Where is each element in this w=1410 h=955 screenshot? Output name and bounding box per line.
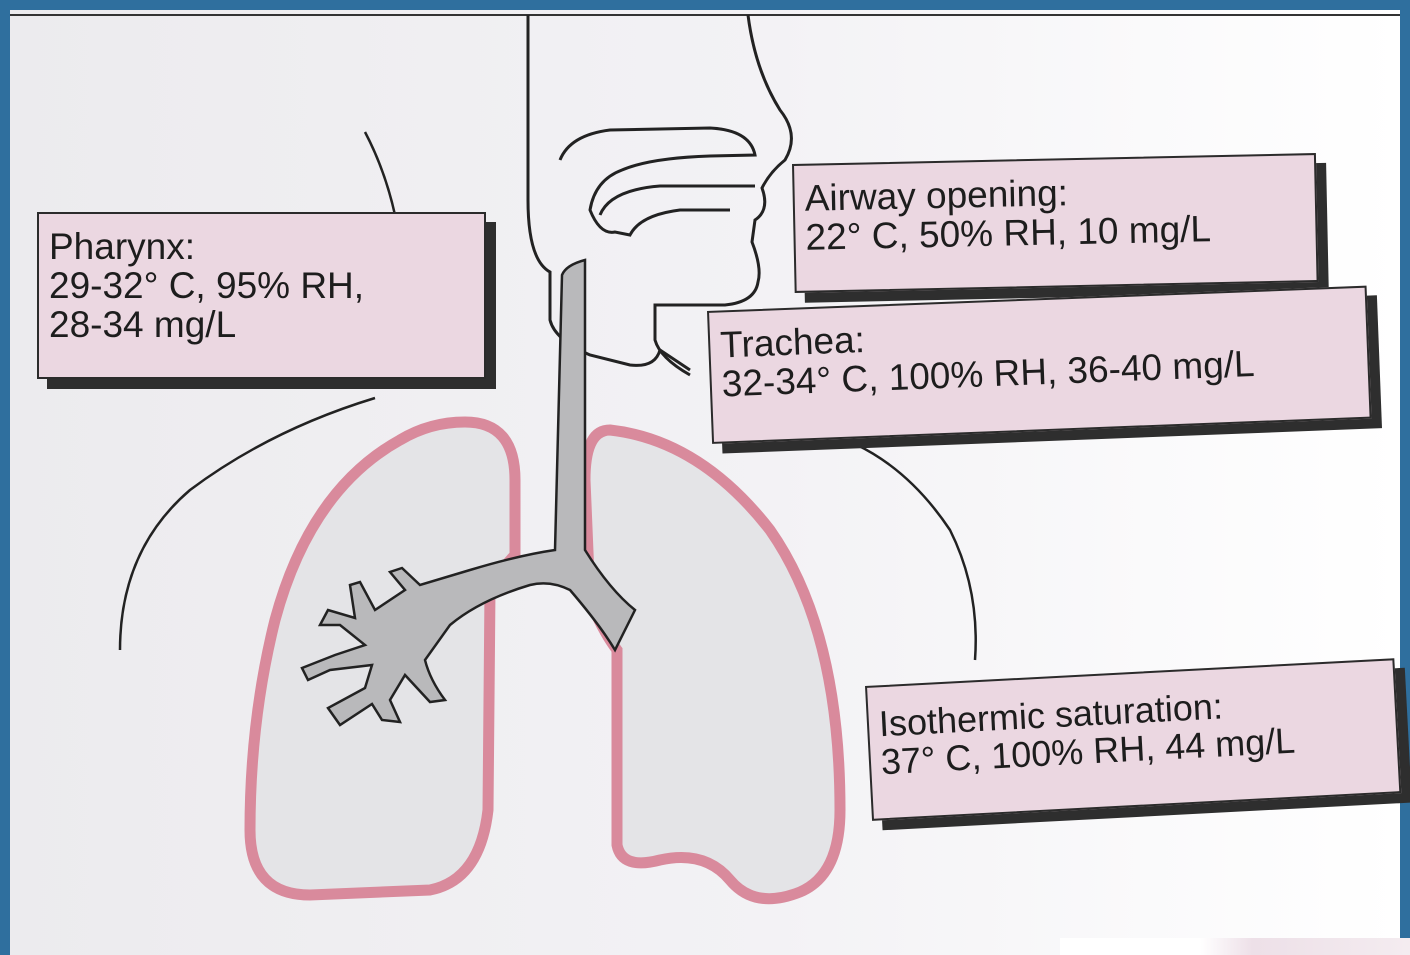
- corner-highlight: [1060, 938, 1410, 955]
- nasal-passage-outline: [560, 128, 755, 235]
- pharynx-temp-humidity: 29-32° C, 95% RH,: [49, 267, 474, 306]
- trachea-label: Trachea: 32-34° C, 100% RH, 36-40 mg/L: [707, 286, 1372, 444]
- head-profile-outline: [528, 15, 690, 370]
- trachea-leader: [855, 444, 976, 660]
- airway-opening-label: Airway opening: 22° C, 50% RH, 10 mg/L: [792, 153, 1319, 293]
- isothermic-saturation-label: Isothermic saturation: 37° C, 100% RH, 4…: [865, 658, 1401, 821]
- pharynx-water-content: 28-34 mg/L: [49, 306, 474, 345]
- pharynx-label: Pharynx: 29-32° C, 95% RH, 28-34 mg/L: [37, 212, 486, 379]
- airway-opening-values: 22° C, 50% RH, 10 mg/L: [805, 208, 1306, 257]
- respiratory-diagram: [10, 10, 1400, 955]
- pharynx-leader-top: [365, 132, 395, 215]
- figure-frame: Pharynx: 29-32° C, 95% RH, 28-34 mg/L Ai…: [10, 10, 1400, 955]
- pharynx-title: Pharynx:: [49, 228, 474, 267]
- right-lung: [585, 430, 840, 899]
